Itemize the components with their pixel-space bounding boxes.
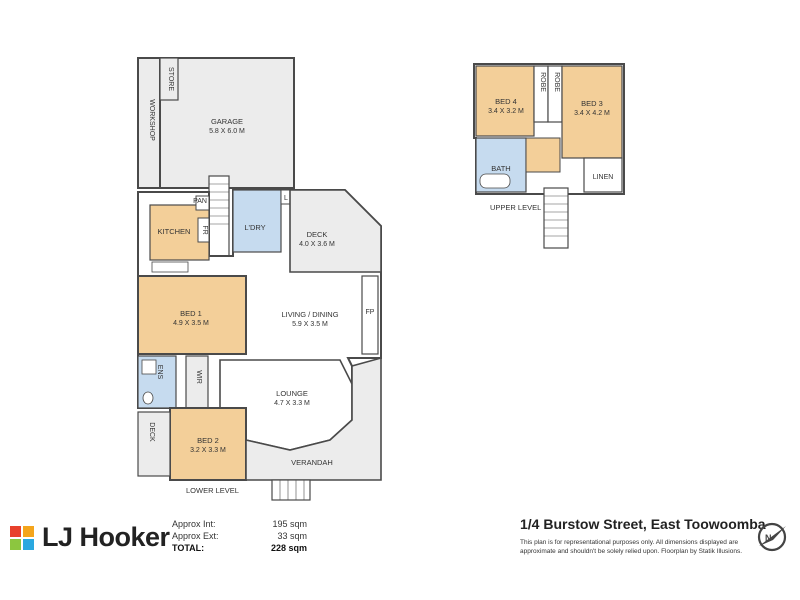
bed3-dim: 3.4 X 4.2 M <box>574 110 610 117</box>
lower-level-labels: WORKSHOP STORE GARAGE 5.8 X 6.0 M PAN FR… <box>148 67 375 495</box>
living-label: LIVING / DINING <box>281 310 338 319</box>
logo-mark-icon <box>10 525 34 550</box>
bed3-label: BED 3 <box>581 99 603 108</box>
area-row-int: Approx Int: 195 sqm <box>172 518 307 530</box>
bed3-room <box>561 65 623 159</box>
area-ext-value: 33 sqm <box>277 531 307 541</box>
deck-label: DECK <box>307 230 328 239</box>
upper-hall <box>525 137 561 173</box>
bed4-label: BED 4 <box>495 97 517 106</box>
workshop-room <box>137 57 161 189</box>
lower-level <box>137 57 382 501</box>
area-row-total: TOTAL: 228 sqm <box>172 542 307 554</box>
bed1-label: BED 1 <box>180 309 202 318</box>
fireplace-label: FP <box>366 309 375 316</box>
robe1-label: ROBE <box>539 72 546 92</box>
upper-level-caption: UPPER LEVEL <box>490 203 541 212</box>
area-int-label: Approx Int: <box>172 519 216 529</box>
kitchen-bench <box>151 261 189 273</box>
area-total-label: TOTAL: <box>172 543 205 553</box>
area-row-ext: Approx Ext: 33 sqm <box>172 530 307 542</box>
lounge-dim: 4.7 X 3.3 M <box>274 400 310 407</box>
bed1-dim: 4.9 X 3.5 M <box>173 320 209 327</box>
bath-label: BATH <box>491 164 510 173</box>
logo-square-4 <box>23 538 34 550</box>
logo-square-2 <box>23 525 34 537</box>
lower-level-caption: LOWER LEVEL <box>186 486 239 495</box>
store-room <box>159 57 179 101</box>
upper-stairs-treads <box>544 195 568 237</box>
wir-label: WIR <box>195 370 202 384</box>
fireplace <box>361 275 379 355</box>
upper-level-labels: BED 4 3.4 X 3.2 M ROBE ROBE BED 3 3.4 X … <box>488 72 613 212</box>
bath-tub <box>479 173 511 189</box>
store-label: STORE <box>167 67 174 91</box>
front-stairs-treads <box>279 480 305 500</box>
laundry-room <box>232 189 282 253</box>
side-deck-label: DECK <box>148 422 155 442</box>
area-ext-label: Approx Ext: <box>172 531 219 541</box>
ensuite-shower <box>141 359 157 375</box>
deck-dim: 4.0 X 3.6 M <box>299 241 335 248</box>
living-dim: 5.9 X 3.5 M <box>292 321 328 328</box>
side-deck <box>137 411 171 477</box>
bed2-label: BED 2 <box>197 436 219 445</box>
lounge-label: LOUNGE <box>276 389 308 398</box>
floor-plan: WORKSHOP STORE GARAGE 5.8 X 6.0 M PAN FR… <box>137 57 625 501</box>
robe2-label: ROBE <box>553 72 560 92</box>
laundry-cupboard-label: L <box>284 195 288 202</box>
property-address: 1/4 Burstow Street, East Toowoomba <box>520 516 766 532</box>
logo-text: LJ Hooker <box>42 522 170 552</box>
bed4-dim: 3.4 X 3.2 M <box>488 108 524 115</box>
logo-square-3 <box>10 538 21 550</box>
laundry-label: L'DRY <box>244 223 265 232</box>
garage-label: GARAGE <box>211 117 243 126</box>
kitchen-label: KITCHEN <box>158 227 191 236</box>
workshop-label: WORKSHOP <box>148 99 155 141</box>
upper-level <box>473 63 625 249</box>
ensuite-toilet <box>142 391 154 405</box>
linen-room <box>583 157 623 193</box>
fridge-label: FR <box>201 225 208 234</box>
svg-text:N: N <box>765 533 772 543</box>
lj-hooker-logo: LJ Hooker <box>10 522 170 553</box>
area-int-value: 195 sqm <box>272 519 307 529</box>
bed2-dim: 3.2 X 3.3 M <box>190 447 226 454</box>
disclaimer-text: This plan is for representational purpos… <box>520 539 743 555</box>
bed1-room <box>137 275 247 355</box>
front-stairs <box>271 479 311 501</box>
ensuite-label: ENS <box>156 365 163 380</box>
pantry <box>195 195 210 211</box>
fridge <box>197 217 210 243</box>
bed4-room <box>475 65 535 137</box>
deck-room <box>289 189 382 273</box>
stairs-treads <box>209 183 229 225</box>
area-total-value: 228 sqm <box>270 543 307 553</box>
verandah-label: VERANDAH <box>291 458 333 467</box>
logo-square-1 <box>10 525 21 537</box>
garage-room <box>159 57 295 189</box>
north-arrow-icon: N <box>757 522 787 552</box>
linen-label: LINEN <box>593 174 614 181</box>
area-summary: Approx Int: 195 sqm Approx Ext: 33 sqm T… <box>172 518 307 554</box>
upper-stairs <box>543 187 569 249</box>
pantry-label: PAN <box>193 198 207 205</box>
garage-dim: 5.8 X 6.0 M <box>209 128 245 135</box>
